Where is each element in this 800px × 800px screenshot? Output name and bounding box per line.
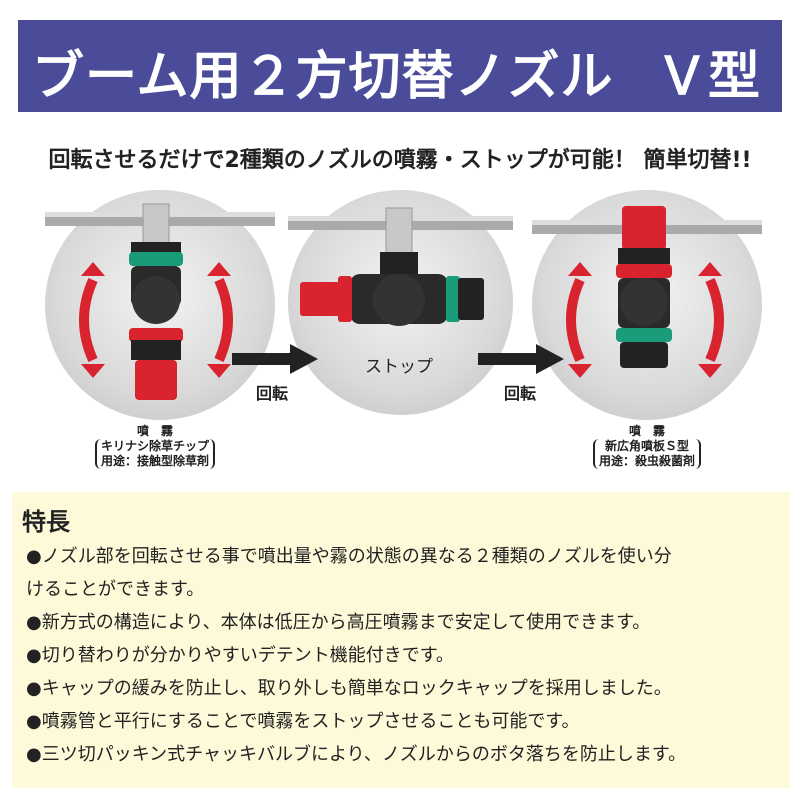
headline: 回転させるだけで2種類のノズルの噴霧・ストップが可能！ 簡単切替!! [48,148,752,173]
left-nozzle-illustration [45,203,275,400]
rotate-arrow-2 [478,344,564,374]
features-panel: 特長 ●ノズル部を回転させる事で噴出量や霧の状態の異なる２種類のノズルを使い分 … [12,492,790,788]
feature-item: ●キャップの緩みを防止し、取り外しも簡単なロックキャップを採用しました。 [26,678,672,699]
left-caption-tip: キリナシ除草チップ [100,439,209,453]
nozzle-diagram: ストップ 回転 回転 噴 霧 キリナシ除草チップ 用途：接触型除草剤 [0,180,800,480]
feature-item: ●新方式の構造により、本体は低圧から高圧噴霧まで安定して使用できます。 [26,612,651,633]
right-caption-use: 用途：殺虫殺菌剤 [598,454,695,468]
center-nozzle-illustration [288,207,513,326]
right-nozzle-illustration [532,206,762,378]
left-caption-detail: キリナシ除草チップ 用途：接触型除草剤 [94,439,215,469]
feature-item: けることができます。 [26,579,205,600]
feature-item: ●噴霧管と平行にすることで噴霧をストップさせることも可能です。 [26,711,580,732]
rotate-arrow-1 [232,344,318,374]
right-caption-mode: 噴 霧 [628,424,665,438]
right-caption-tip: 新広角噴板Ｓ型 [604,439,689,453]
banner-model: Ｖ型 [655,47,760,107]
features-title: 特長 [22,508,70,536]
feature-item: ●切り替わりが分かりやすいデテント機能付きです。 [26,645,454,666]
rotate-label-1: 回転 [256,384,289,403]
stop-label: ストップ [365,357,433,377]
feature-item: ●ノズル部を回転させる事で噴出量や霧の状態の異なる２種類のノズルを使い分 [26,546,672,567]
title-banner: ブーム用２方切替ノズル Ｖ型 [18,20,782,112]
left-caption-mode: 噴 霧 [136,424,173,438]
right-caption: 噴 霧 新広角噴板Ｓ型 用途：殺虫殺菌剤 [572,424,722,469]
feature-item: ●三ツ切パッキン式チャッキバルブにより、ノズルからのボタ落ちを防止します。 [26,744,687,765]
rotate-label-2: 回転 [504,384,537,403]
banner-title: ブーム用２方切替ノズル [32,47,614,107]
right-caption-detail: 新広角噴板Ｓ型 用途：殺虫殺菌剤 [592,439,701,469]
left-caption: 噴 霧 キリナシ除草チップ 用途：接触型除草剤 [80,424,230,469]
left-caption-use: 用途：接触型除草剤 [100,454,209,468]
